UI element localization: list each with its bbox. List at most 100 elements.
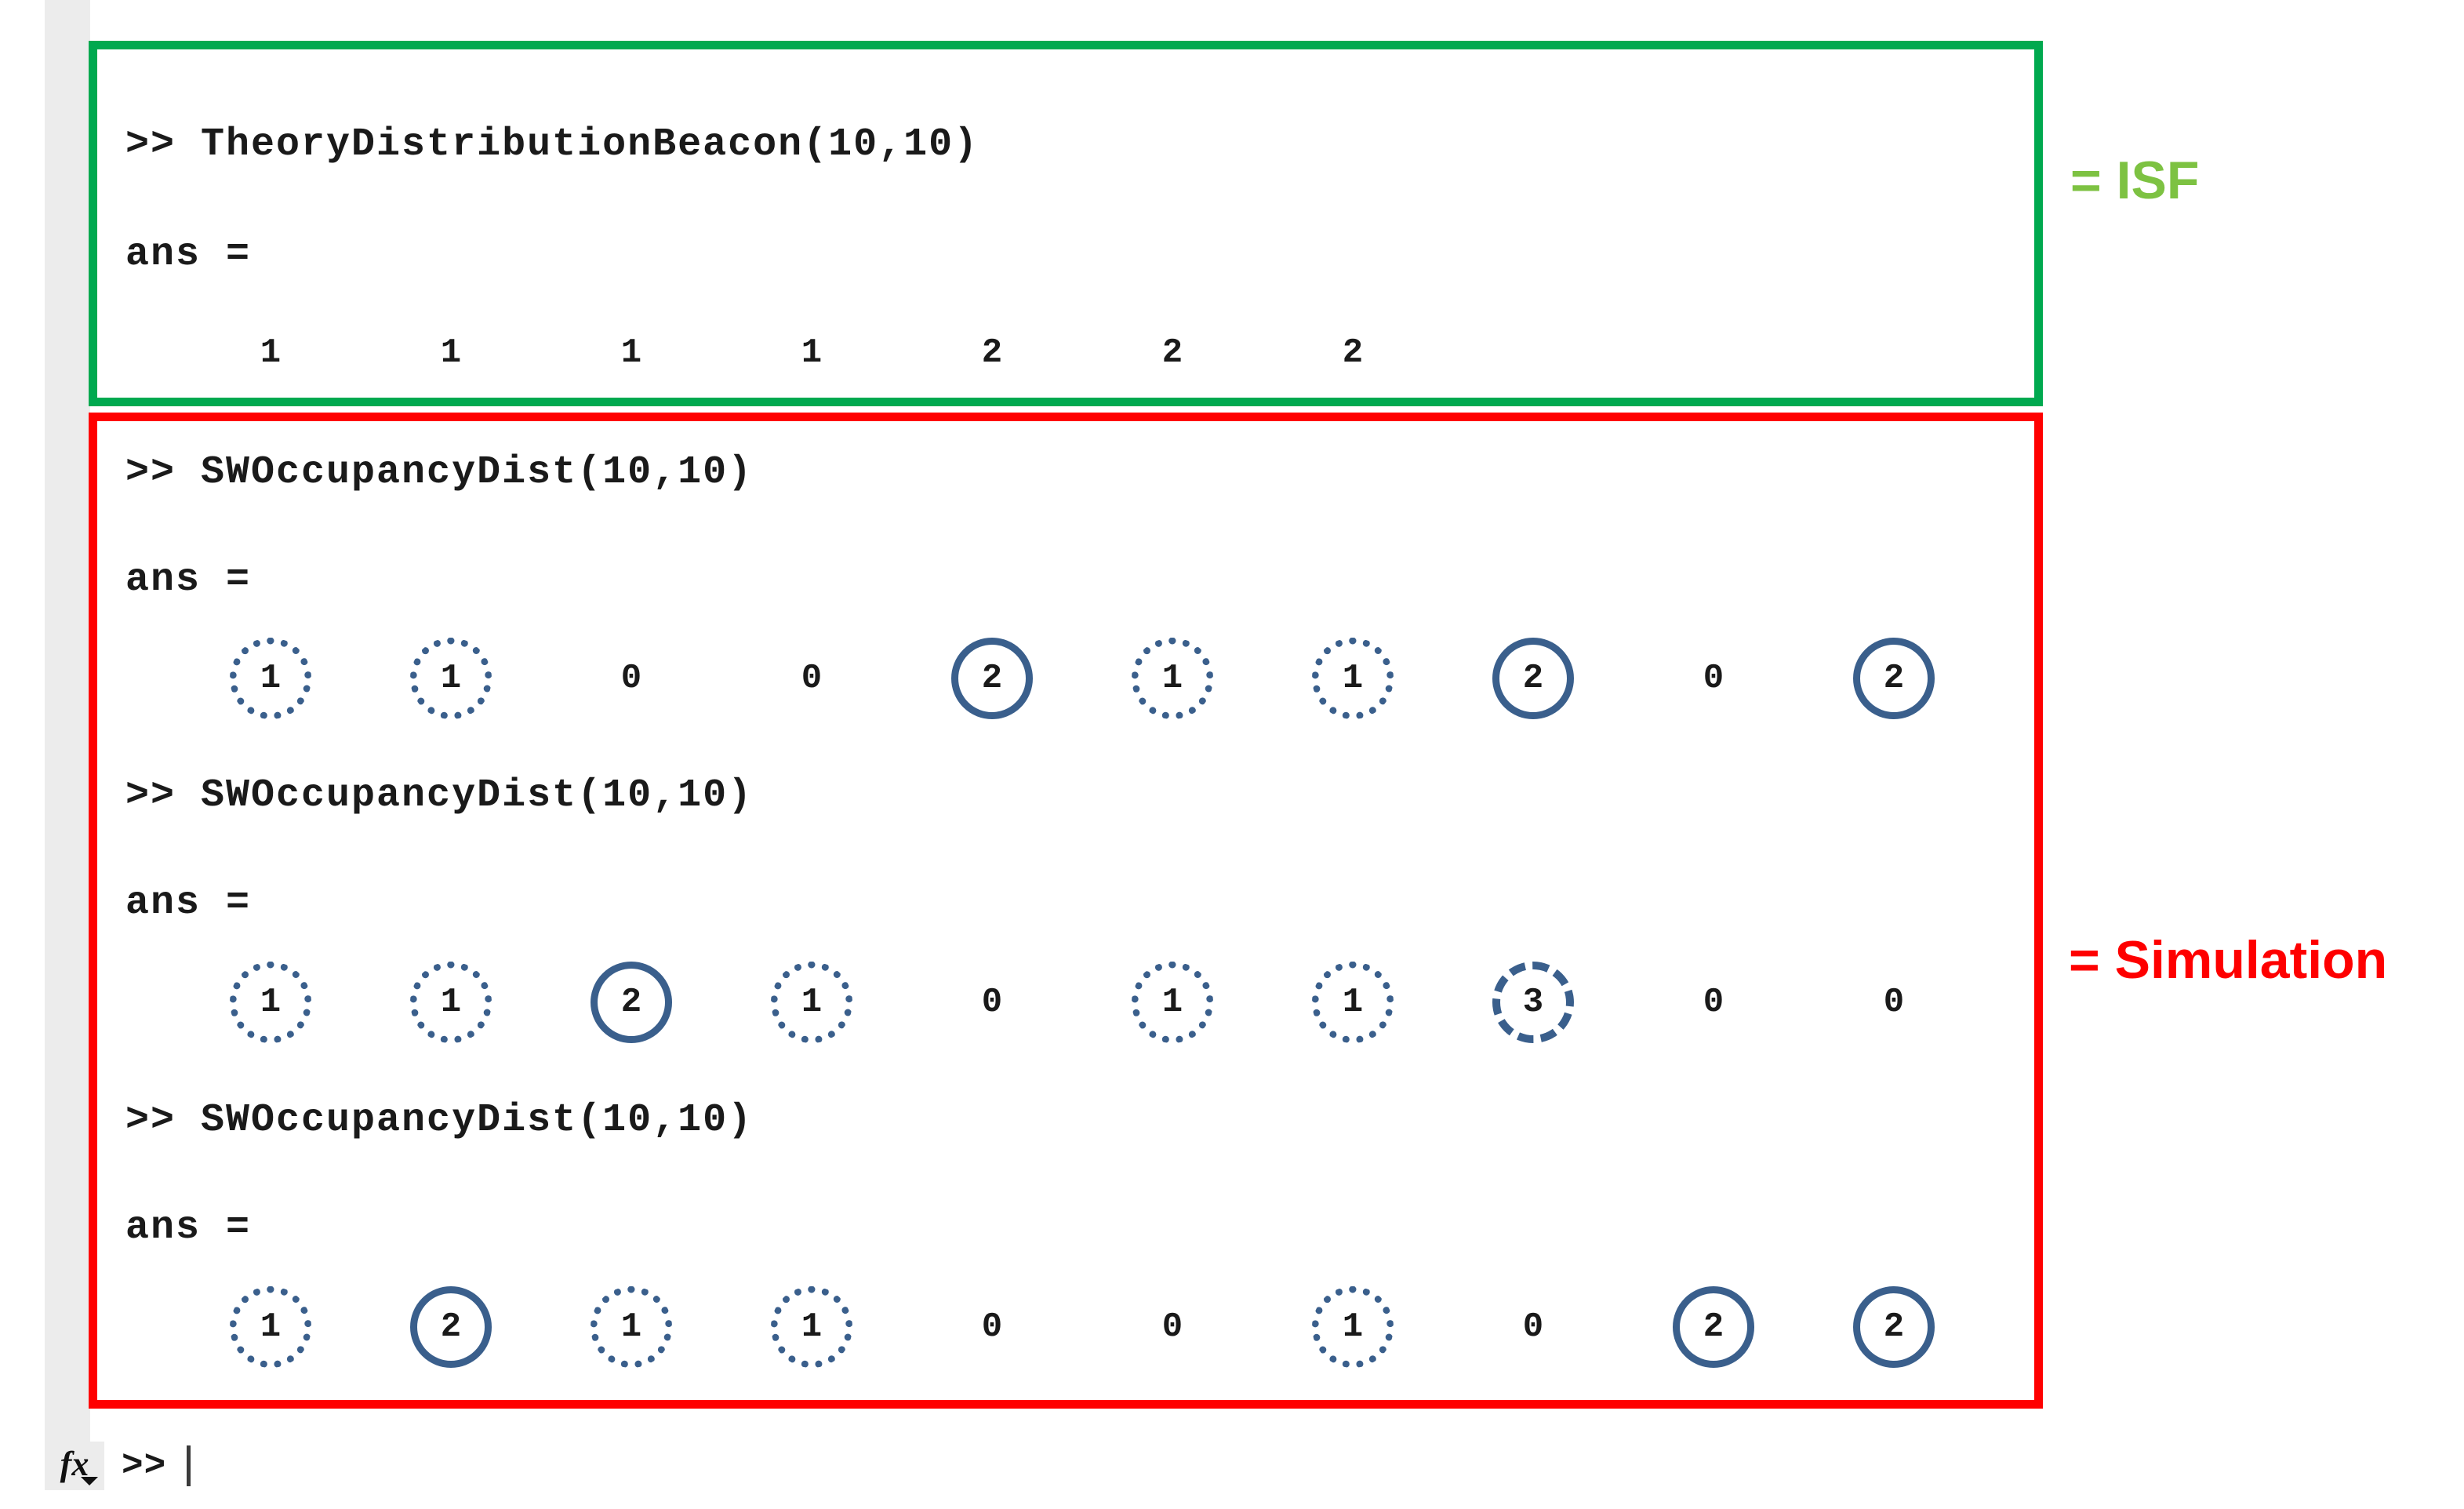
fx-function-browser-button[interactable]: fx <box>45 1442 104 1490</box>
value-circle-dotted-icon: 1 <box>771 1286 852 1368</box>
value-digit: 0 <box>801 659 823 698</box>
simulation-command-line-3: >> SWOccupancyDist(10,10) <box>125 1098 754 1143</box>
value-circle-dotted-icon: 1 <box>771 962 852 1043</box>
isf-value-cell: 1 <box>541 312 721 394</box>
simulation-value-cell: 0 <box>902 1286 1082 1368</box>
value-plain: 0 <box>951 1286 1033 1368</box>
value-plain: 0 <box>1673 638 1754 719</box>
value-circle-dotted-icon: 1 <box>1312 1286 1394 1368</box>
value-digit: 2 <box>440 1307 462 1347</box>
value-circle-dotted-icon: 1 <box>1132 962 1213 1043</box>
value-circle-solid-icon: 2 <box>1853 1286 1935 1368</box>
value-circle-solid-icon: 2 <box>1853 638 1935 719</box>
value-digit: 1 <box>801 333 823 373</box>
value-digit: 1 <box>801 1307 823 1347</box>
simulation-value-cell: 1 <box>721 1286 902 1368</box>
simulation-value-cell: 0 <box>1443 1286 1623 1368</box>
simulation-value-cell: 2 <box>1804 638 1984 719</box>
value-plain: 0 <box>591 638 672 719</box>
value-digit: 2 <box>1342 333 1364 373</box>
value-circle-solid-icon: 2 <box>410 1286 492 1368</box>
value-digit: 1 <box>440 983 462 1022</box>
value-digit: 1 <box>260 1307 282 1347</box>
value-plain: 2 <box>951 312 1033 394</box>
simulation-value-cell: 0 <box>1623 962 1804 1043</box>
value-plain: 0 <box>1132 1286 1213 1368</box>
value-digit: 0 <box>1703 659 1724 698</box>
command-prompt-bar[interactable]: fx >> <box>45 1442 2044 1490</box>
simulation-value-cell: 1 <box>361 638 541 719</box>
value-digit: 1 <box>440 333 462 373</box>
simulation-ans-label-3: ans = <box>125 1205 252 1250</box>
value-digit: 1 <box>1161 659 1183 698</box>
value-circle-solid-icon: 2 <box>1492 638 1574 719</box>
simulation-value-cell: 1 <box>1082 638 1263 719</box>
value-circle-solid-icon: 2 <box>1673 1286 1754 1368</box>
value-digit: 2 <box>1522 659 1544 698</box>
simulation-value-cell: 1 <box>1263 962 1443 1043</box>
fx-icon: fx <box>60 1445 89 1483</box>
simulation-ans-label-2: ans = <box>125 881 252 925</box>
simulation-value-cell: 0 <box>541 638 721 719</box>
simulation-value-row-3: 1 2 1 1 0 0 1 0 2 2 <box>180 1280 1984 1374</box>
isf-value-cell: 1 <box>180 312 361 394</box>
value-plain: 0 <box>1492 1286 1574 1368</box>
simulation-value-cell: 0 <box>1623 638 1804 719</box>
simulation-ans-label-1: ans = <box>125 558 252 602</box>
simulation-value-cell: 2 <box>1623 1286 1804 1368</box>
value-circle-dotted-icon: 1 <box>230 1286 311 1368</box>
value-digit: 0 <box>981 1307 1003 1347</box>
simulation-value-cell: 2 <box>1804 1286 1984 1368</box>
isf-value-row: 1 1 1 1 2 2 2 <box>180 306 1443 400</box>
value-digit: 1 <box>260 983 282 1022</box>
simulation-value-cell: 2 <box>1443 638 1623 719</box>
value-plain: 0 <box>1673 962 1754 1043</box>
value-digit: 1 <box>620 1307 642 1347</box>
matlab-command-window[interactable] <box>45 0 2044 1509</box>
simulation-command-line-1: >> SWOccupancyDist(10,10) <box>125 450 754 495</box>
simulation-value-cell: 1 <box>180 962 361 1043</box>
value-digit: 2 <box>1161 333 1183 373</box>
simulation-value-cell: 2 <box>361 1286 541 1368</box>
simulation-value-cell: 1 <box>541 1286 721 1368</box>
value-plain: 0 <box>771 638 852 719</box>
value-circle-dotted-icon: 1 <box>230 962 311 1043</box>
value-digit: 0 <box>1883 983 1905 1022</box>
value-plain: 1 <box>230 312 311 394</box>
value-circle-dotted-icon: 1 <box>1312 638 1394 719</box>
isf-command-line: >> TheoryDistributionBeacon(10,10) <box>125 122 979 167</box>
value-circle-dotted-icon: 1 <box>591 1286 672 1368</box>
simulation-value-cell: 1 <box>1263 1286 1443 1368</box>
value-digit: 1 <box>1342 983 1364 1022</box>
value-digit: 1 <box>1161 983 1183 1022</box>
value-digit: 2 <box>1883 659 1905 698</box>
value-digit: 0 <box>1161 1307 1183 1347</box>
isf-value-cell: 2 <box>1263 312 1443 394</box>
simulation-value-cell: 1 <box>180 1286 361 1368</box>
simulation-value-cell: 0 <box>1804 962 1984 1043</box>
value-circle-dotted-icon: 1 <box>1132 638 1213 719</box>
value-circle-dashed-icon: 3 <box>1492 962 1574 1043</box>
simulation-value-cell: 1 <box>1082 962 1263 1043</box>
simulation-value-cell: 1 <box>721 962 902 1043</box>
value-digit: 1 <box>1342 1307 1364 1347</box>
isf-value-cell: 2 <box>902 312 1082 394</box>
value-plain: 1 <box>771 312 852 394</box>
isf-value-cell: 1 <box>361 312 541 394</box>
value-digit: 0 <box>1703 983 1724 1022</box>
chevron-down-icon[interactable] <box>81 1477 98 1485</box>
value-circle-dotted-icon: 1 <box>230 638 311 719</box>
value-digit: 1 <box>801 983 823 1022</box>
value-digit: 1 <box>620 333 642 373</box>
value-plain: 2 <box>1132 312 1213 394</box>
value-digit: 2 <box>620 983 642 1022</box>
isf-value-cell: 1 <box>721 312 902 394</box>
value-digit: 0 <box>620 659 642 698</box>
command-window-gutter <box>45 0 90 1442</box>
isf-value-cell: 2 <box>1082 312 1263 394</box>
isf-highlight-box <box>89 41 2043 406</box>
value-digit: 3 <box>1522 983 1544 1022</box>
simulation-value-cell: 0 <box>721 638 902 719</box>
